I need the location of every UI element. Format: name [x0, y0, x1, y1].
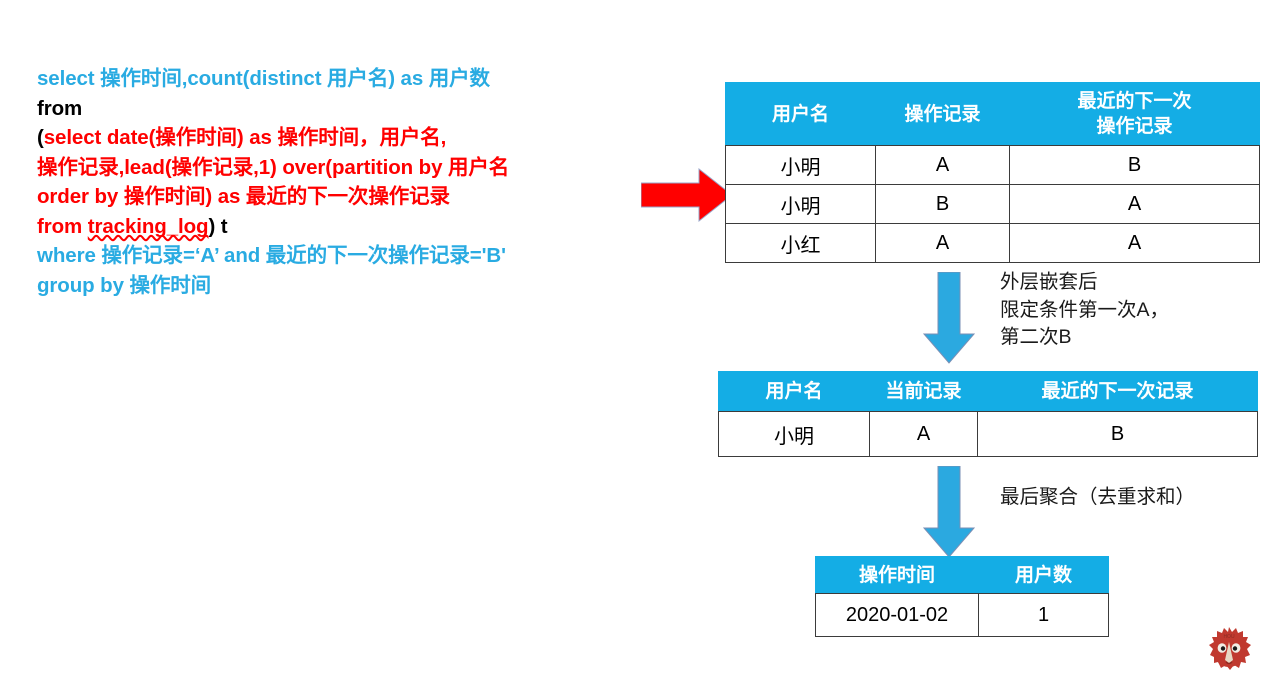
sql-token: where 操作记录=‘A’ and 最近的下一次操作记录='B' — [37, 244, 506, 267]
sql-line: (select date(操作时间) as 操作时间，用户名, — [37, 123, 667, 153]
red-right-arrow-icon — [641, 167, 733, 223]
table-row: 2020-01-02 1 — [815, 593, 1109, 637]
blue-down-arrow-icon — [923, 466, 975, 558]
table-cell: A — [1009, 184, 1260, 224]
column-header: 最近的下一次记录 — [977, 371, 1258, 412]
table-header-row: 用户名 操作记录 最近的下一次 操作记录 — [725, 82, 1260, 146]
annotation-outer-nesting: 外层嵌套后 限定条件第一次A， 第二次B — [1000, 271, 1170, 348]
sql-line: where 操作记录=‘A’ and 最近的下一次操作记录='B' — [37, 241, 667, 271]
table-filtered-result: 用户名 当前记录 最近的下一次记录 小明 A B — [718, 371, 1258, 457]
sql-line: from — [37, 94, 667, 124]
table-cell: A — [875, 223, 1010, 263]
table-row: 小明 A B — [718, 411, 1258, 457]
table-row: 小明 A B — [725, 145, 1260, 185]
table-cell: 1 — [978, 593, 1109, 637]
table-cell: 小红 — [725, 223, 876, 263]
column-header: 当前记录 — [869, 371, 978, 412]
column-header: 用户名 — [725, 82, 876, 146]
svg-text:HOU: HOU — [1223, 634, 1235, 640]
table-cell: A — [1009, 223, 1260, 263]
column-header: 用户名 — [718, 371, 870, 412]
sql-line: from tracking_log) t — [37, 212, 667, 242]
sql-token: select date(操作时间) as 操作时间，用户名, — [43, 126, 447, 149]
table-cell: B — [875, 184, 1010, 224]
table-cell: 2020-01-02 — [815, 593, 979, 637]
sql-token: tracking_log — [87, 214, 209, 238]
sql-token: 操作记录,lead(操作记录,1) over(partition by 用户名 — [37, 155, 510, 179]
table-cell: B — [977, 411, 1258, 457]
table-cell: 小明 — [718, 411, 870, 457]
table-cell: A — [875, 145, 1010, 185]
column-header: 用户数 — [978, 556, 1109, 594]
table-header-row: 操作时间 用户数 — [815, 556, 1109, 594]
table-cell: A — [869, 411, 978, 457]
table-subquery-result: 用户名 操作记录 最近的下一次 操作记录 小明 A B 小明 B A 小红 A … — [725, 82, 1260, 263]
column-header: 最近的下一次 操作记录 — [1009, 82, 1260, 146]
column-header: 操作时间 — [815, 556, 979, 594]
table-header-row: 用户名 当前记录 最近的下一次记录 — [718, 371, 1258, 412]
sql-line: group by 操作时间 — [37, 271, 667, 301]
sql-line: select 操作时间,count(distinct 用户名) as 用户数 — [37, 64, 667, 94]
sql-line: order by 操作时间) as 最近的下一次操作记录 — [37, 182, 667, 212]
table-row: 小明 B A — [725, 184, 1260, 224]
sql-line: 操作记录,lead(操作记录,1) over(partition by 用户名 — [37, 153, 667, 183]
table-row: 小红 A A — [725, 223, 1260, 263]
table-cell: 小明 — [725, 145, 876, 185]
sql-token: ) t — [208, 214, 228, 238]
blue-down-arrow-icon — [923, 272, 975, 364]
table-final-result: 操作时间 用户数 2020-01-02 1 — [815, 556, 1109, 637]
sql-token: from — [37, 96, 83, 120]
sql-token: ( — [37, 126, 44, 149]
sql-token: from — [37, 214, 88, 238]
sql-query-block: select 操作时间,count(distinct 用户名) as 用户数 fr… — [37, 64, 667, 300]
sql-token: order by 操作时间) as 最近的下一次操作记录 — [37, 185, 450, 208]
column-header: 操作记录 — [875, 82, 1010, 146]
sql-token: select 操作时间,count(distinct 用户名) as 用户数 — [37, 67, 490, 90]
table-cell: 小明 — [725, 184, 876, 224]
annotation-final-aggregate: 最后聚合（去重求和） — [1000, 486, 1196, 508]
hedgehog-mascot-icon: HOU — [1209, 627, 1251, 670]
sql-token: group by 操作时间 — [37, 273, 212, 297]
table-cell: B — [1009, 145, 1260, 185]
